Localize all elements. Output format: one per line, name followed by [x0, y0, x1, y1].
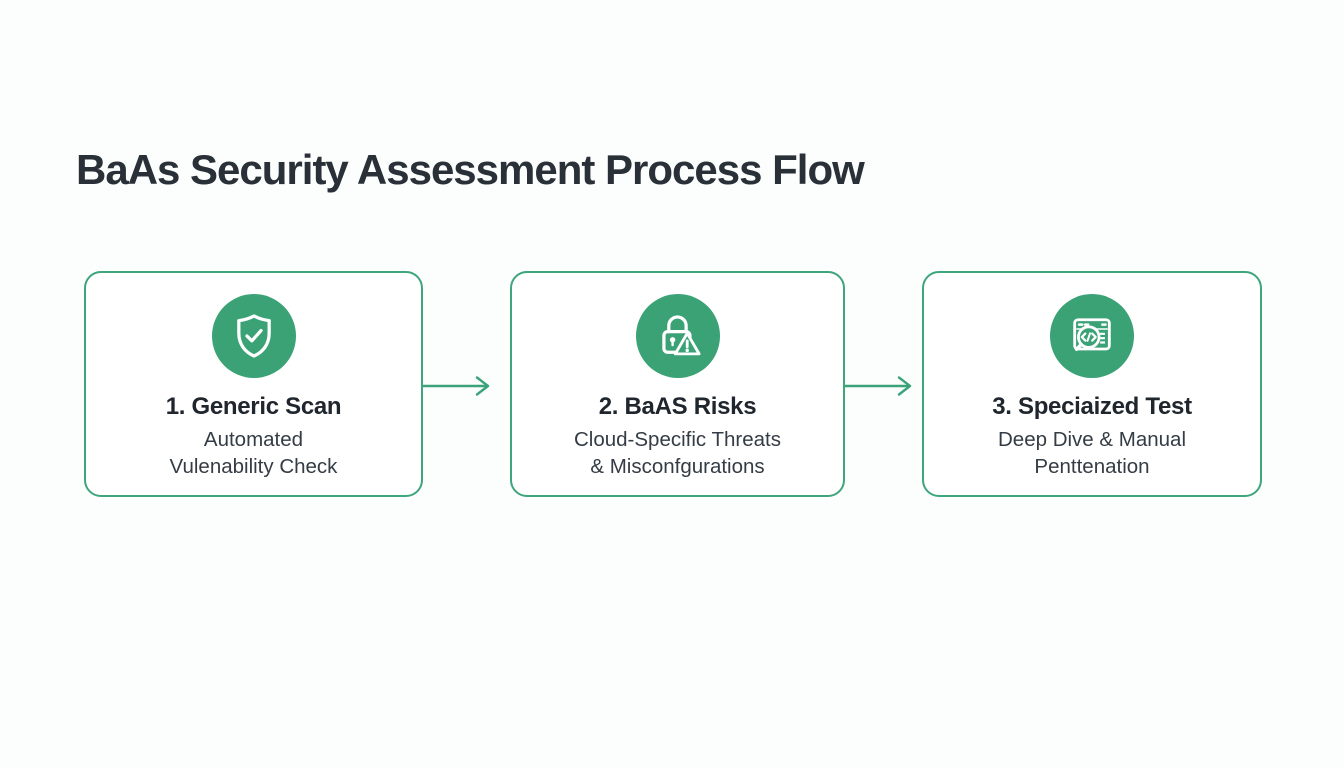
step-subtitle-line2: & Misconfgurations [590, 455, 765, 478]
step-subtitle: Cloud-Specific Threats & Misconfguration… [574, 426, 781, 480]
step-subtitle-line2: Penttenation [1034, 455, 1150, 478]
icon-circle [635, 294, 720, 378]
step-title: 3. Speciaized Test [992, 393, 1192, 420]
step-subtitle-line1: Deep Dive & Manual [997, 428, 1186, 451]
step-subtitle-line2: Vulenability Check [169, 455, 338, 478]
step-subtitle-line1: Automated [203, 428, 304, 451]
step-card-generic-scan: 1. Generic Scan Automated Vulenability C… [84, 271, 423, 497]
icon-circle [211, 294, 296, 378]
page-title: BaAs Security Assessment Process Flow [76, 146, 865, 193]
shield-check-icon [236, 314, 271, 358]
icon-circle [1050, 294, 1134, 378]
arrow-right-icon [423, 376, 490, 396]
step-subtitle: Deep Dive & Manual Penttenation [998, 426, 1186, 480]
step-subtitle-line1: Cloud-Specific Threats [574, 428, 781, 451]
code-search-browser-icon [1073, 318, 1111, 351]
step-title: 1. Generic Scan [165, 393, 342, 420]
step-card-specialized-test: 3. Speciaized Test Deep Dive & Manual Pe… [922, 271, 1262, 497]
step-title: 2. BaAS Risks [598, 393, 757, 420]
lock-alert-icon [661, 315, 701, 356]
step-card-baas-risks: 2. BaAS Risks Cloud-Specific Threats & M… [510, 271, 845, 497]
step-subtitle: Automated Vulenability Check [170, 426, 338, 480]
arrow-right-icon [845, 376, 912, 396]
